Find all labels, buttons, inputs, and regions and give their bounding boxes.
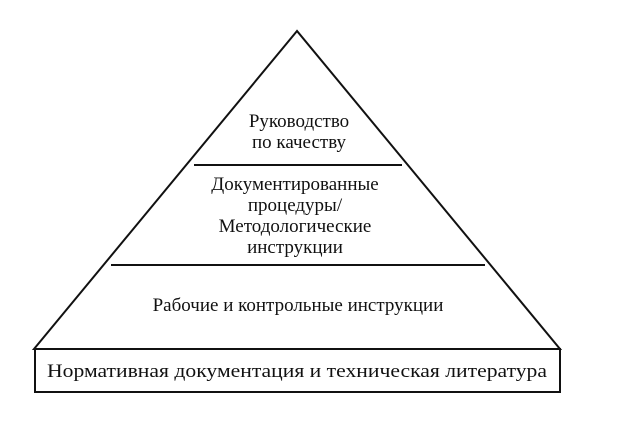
- base-box: [34, 348, 561, 393]
- level-1-line-1: Руководство: [249, 111, 349, 132]
- level-3-line-1: Рабочие и контрольные инструкции: [153, 295, 444, 316]
- level-2-line-2: процедуры/: [248, 195, 343, 216]
- level-2-line-1: Документированные: [211, 174, 378, 195]
- level-documented-procedures: Документированные процедуры/ Методологич…: [211, 174, 378, 258]
- level-2-line-4: инструкции: [247, 237, 343, 258]
- level-quality-manual: Руководство по качеству: [249, 111, 349, 153]
- level-2-line-3: Методологические: [219, 216, 372, 237]
- level-1-line-2: по качеству: [252, 132, 347, 153]
- level-work-instructions: Рабочие и контрольные инструкции: [153, 295, 444, 316]
- base-label: Нормативная документация и техническая л…: [47, 361, 548, 382]
